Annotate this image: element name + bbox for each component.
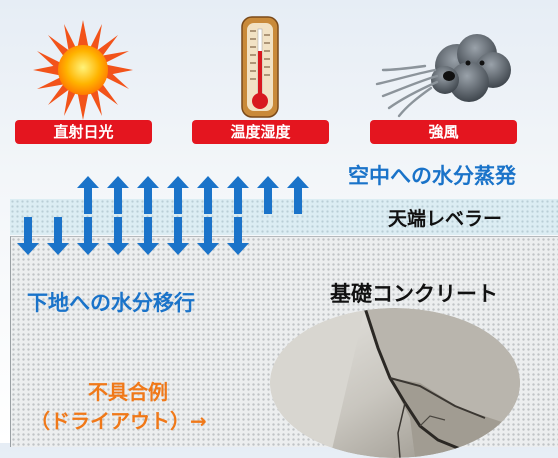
down-arrow-icon — [197, 217, 219, 255]
up-arrow-icon — [107, 176, 129, 214]
down-arrow-icon — [137, 217, 159, 255]
up-arrow-icon — [257, 176, 279, 214]
defect-example-title: 不具合例 — [88, 380, 168, 404]
up-arrow-icon — [227, 176, 249, 214]
up-arrow-icon — [197, 176, 219, 214]
up-arrow-icon — [137, 176, 159, 214]
evaporation-arrows — [77, 176, 309, 214]
dry-out-crack-photo — [270, 308, 520, 458]
up-arrow-icon — [77, 176, 99, 214]
up-arrow-icon — [167, 176, 189, 214]
concrete-label: 基礎コンクリート — [330, 282, 498, 306]
strong-wind-label: 強風 — [370, 120, 517, 144]
migration-arrows — [17, 217, 249, 255]
defect-example-subtitle: （ドライアウト）→ — [30, 409, 207, 433]
leveler-layer — [10, 199, 558, 235]
down-arrow-icon — [167, 217, 189, 255]
down-arrow-icon — [77, 217, 99, 255]
thermometer-icon — [241, 16, 279, 118]
down-arrow-icon — [107, 217, 129, 255]
leveler-label: 天端レベラー — [388, 208, 503, 230]
up-arrow-icon — [287, 176, 309, 214]
temperature-humidity-label: 温度湿度 — [192, 120, 329, 144]
down-arrow-icon — [47, 217, 69, 255]
evaporation-label: 空中への水分蒸発 — [348, 164, 516, 188]
moisture-migration-label: 下地への水分移行 — [27, 291, 195, 315]
down-arrow-icon — [17, 217, 39, 255]
down-arrow-icon — [227, 217, 249, 255]
wind-cloud-icon — [375, 34, 511, 118]
direct-sunlight-label: 直射日光 — [15, 120, 152, 144]
sun-icon — [33, 20, 133, 120]
